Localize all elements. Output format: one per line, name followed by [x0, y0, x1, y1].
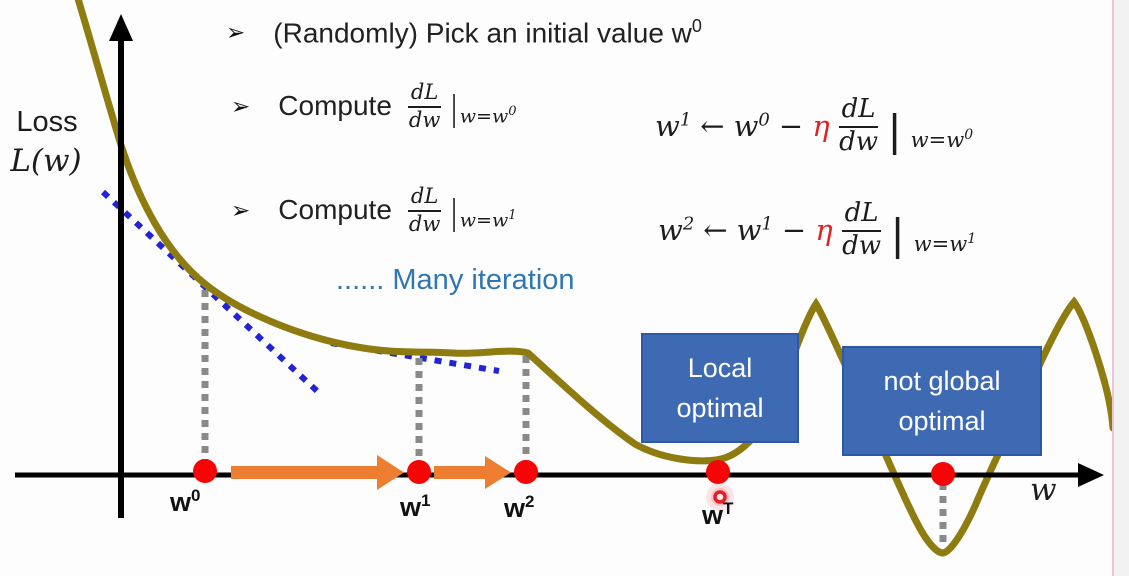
learning-rate-eta: η: [815, 213, 833, 247]
axis-label-w0: w0: [170, 486, 201, 517]
formula2-rhs: w1: [736, 213, 773, 247]
axis-label-w1: w1: [400, 491, 431, 522]
evaluated-at-bar: |: [887, 105, 902, 155]
evaluated-at-bar: |: [448, 193, 460, 233]
evaluated-at-w0: w=w0: [459, 104, 517, 128]
learning-rate-eta: η: [812, 109, 830, 143]
formula1-lhs: w1: [655, 109, 692, 143]
bullet-arrow-icon: ➢: [226, 19, 246, 46]
update-formula-2: w2 ← w1 − η dL dw | w=w1: [658, 188, 976, 272]
x-axis-arrowhead-icon: [1078, 463, 1104, 487]
many-iteration-note: ...... Many iteration: [336, 264, 575, 296]
formula2-lhs: w2: [658, 213, 695, 247]
point-w1: [407, 460, 431, 484]
local-optimal-callout: Local optimal: [641, 333, 799, 443]
point-global-min: [931, 462, 955, 486]
minus-sign: −: [781, 213, 807, 247]
bullet-compute-w0: ➢ Compute dL dw | w=w0: [231, 76, 517, 136]
point-w0: [193, 459, 217, 483]
evaluated-at-w0: w=w0: [910, 126, 974, 152]
compute-label: Compute: [278, 90, 392, 121]
video-edge-strip: [1112, 0, 1129, 576]
step-arrow-w1-w2-icon: [434, 456, 511, 489]
not-global-optimal-callout: not global optimal: [842, 346, 1042, 456]
pointer-ring-icon: [713, 490, 727, 504]
x-axis-label-w: w: [1030, 472, 1057, 508]
assign-arrow-icon: ←: [700, 109, 725, 143]
bullet-arrow-icon: ➢: [231, 92, 251, 119]
step-arrow-w0-w1-icon: [231, 455, 404, 490]
evaluated-at-bar: |: [448, 89, 460, 129]
point-w2: [514, 460, 538, 484]
evaluated-at-bar: |: [890, 209, 905, 259]
bullet-pick-initial-text: (Randomly) Pick an initial value w0: [273, 16, 702, 49]
bullet-pick-initial: ➢ (Randomly) Pick an initial value w0: [226, 16, 702, 49]
tangent-line-w0: [100, 189, 320, 394]
point-wT: [706, 460, 730, 484]
derivative-fraction: dL dw: [838, 93, 879, 157]
axis-label-wT: wT: [702, 499, 734, 530]
y-axis-arrowhead-icon: [109, 14, 133, 41]
derivative-fraction: dL dw: [407, 80, 442, 132]
tangent-line-w1: [330, 340, 500, 374]
y-axis-label-lw: L(w): [10, 143, 82, 179]
derivative-fraction: dL dw: [407, 184, 442, 236]
bullet-arrow-icon: ➢: [231, 196, 251, 223]
minus-sign: −: [778, 109, 804, 143]
compute-label: Compute: [278, 194, 392, 225]
bullet-compute-w1: ➢ Compute dL dw | w=w1: [231, 180, 517, 240]
update-formula-1: w1 ← w0 − η dL dw | w=w0: [655, 84, 973, 168]
derivative-fraction: dL dw: [841, 197, 882, 261]
formula1-rhs: w0: [733, 109, 770, 143]
axis-label-w2: w2: [504, 492, 535, 523]
assign-arrow-icon: ←: [703, 213, 728, 247]
evaluated-at-w1: w=w1: [459, 208, 517, 232]
evaluated-at-w1: w=w1: [913, 230, 977, 256]
y-axis-label-loss: Loss: [16, 106, 78, 138]
